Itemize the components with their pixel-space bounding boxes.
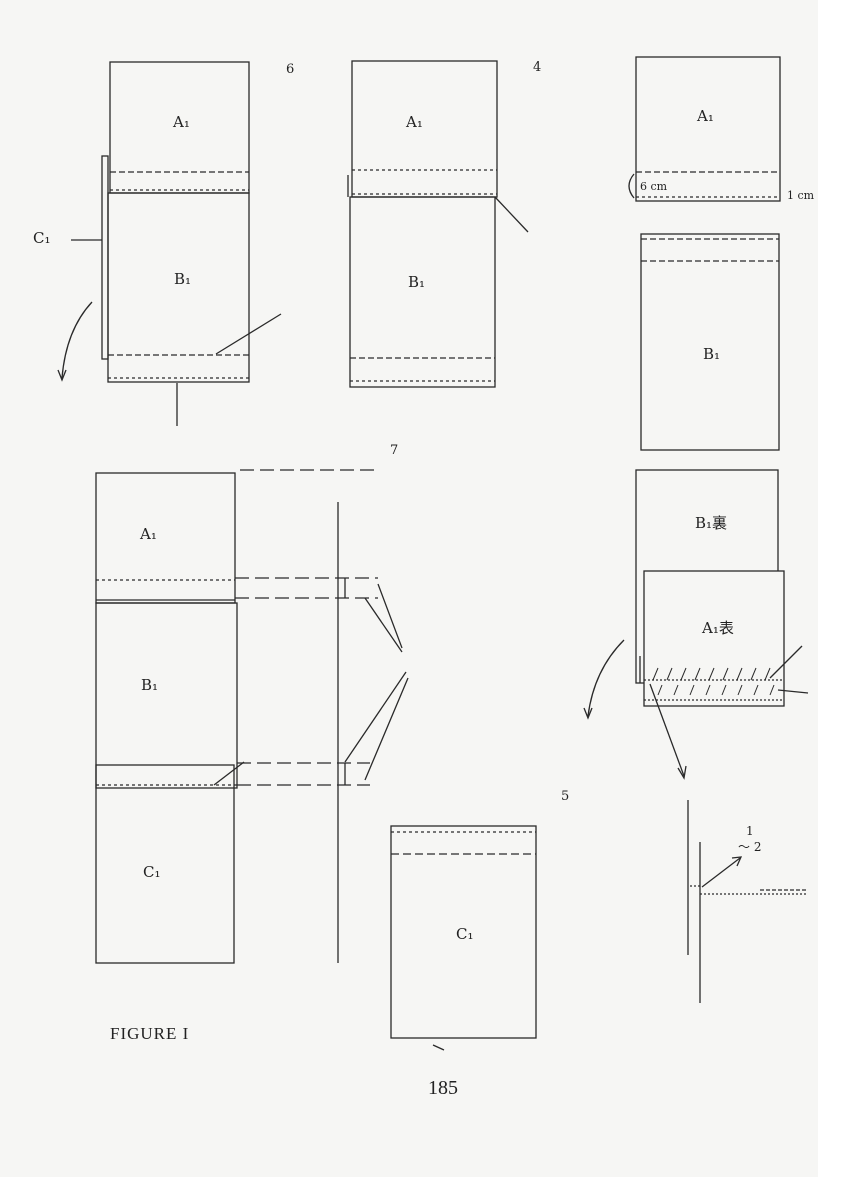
step6-c1-label: C₁	[33, 229, 51, 247]
rm-a1-front-label: A₁表	[701, 619, 734, 637]
step6-number: 6	[286, 62, 294, 77]
step6-b1-label: B₁	[174, 270, 191, 288]
page-edge	[818, 0, 850, 1177]
step4-panel	[347, 60, 529, 388]
step5-c1-label: C₁	[456, 925, 474, 943]
cross-section-detail	[687, 800, 806, 1003]
rm-b1-back-label: B₁裏	[695, 514, 727, 532]
step7-b1-piece	[95, 602, 238, 789]
step6-c1-strip	[101, 155, 109, 360]
step7-number: 7	[390, 443, 398, 458]
rm-stitch-marks	[652, 667, 775, 696]
step5-panel	[390, 825, 537, 1051]
step6-fold-arrow	[61, 301, 93, 379]
step7-c1-piece	[95, 764, 235, 964]
tr-1cm-label: 1 cm	[787, 189, 815, 202]
right-mid-panel	[583, 469, 809, 780]
tr-a1-label: A₁	[696, 107, 714, 125]
step4-b1-label: B₁	[408, 273, 425, 291]
step4-b1-piece	[349, 196, 496, 388]
tr-6cm-bracket	[628, 173, 635, 199]
step6-panel	[57, 61, 282, 426]
piece-labels: A₁ B₁ C₁ A₁ B₁ A₁ 6 cm 1 cm B₁ A₁ B₁ C₁ …	[33, 107, 815, 943]
step5-c1-piece	[390, 825, 537, 1039]
step4-a1-piece	[351, 60, 498, 198]
step6-a1-label: A₁	[172, 113, 190, 131]
step7-b1-label: B₁	[141, 676, 158, 694]
step4-number: 4	[533, 60, 541, 75]
step4-a1-label: A₁	[405, 113, 423, 131]
step-numbers: 6 4 7 5	[286, 60, 569, 804]
tr-a1-piece	[635, 56, 781, 202]
figure-caption: FIGURE I	[110, 1024, 190, 1043]
step7-c1-label: C₁	[143, 863, 161, 881]
detail-2mm-label: ～ 2	[738, 840, 761, 854]
tr-b1-piece	[640, 233, 780, 451]
step7-panel	[95, 469, 409, 964]
tr-6cm-label: 6 cm	[640, 180, 668, 193]
rm-fold-arrow	[587, 639, 625, 717]
tr-b1-label: B₁	[703, 345, 720, 363]
top-right-panel	[628, 56, 781, 451]
rm-a1-front-piece	[643, 570, 785, 707]
step7-a1-piece	[95, 472, 236, 604]
detail-1mm-label: 1	[746, 824, 754, 838]
page-number: 185	[428, 1077, 458, 1099]
step7-a1-label: A₁	[139, 525, 157, 543]
step5-number: 5	[561, 789, 569, 804]
